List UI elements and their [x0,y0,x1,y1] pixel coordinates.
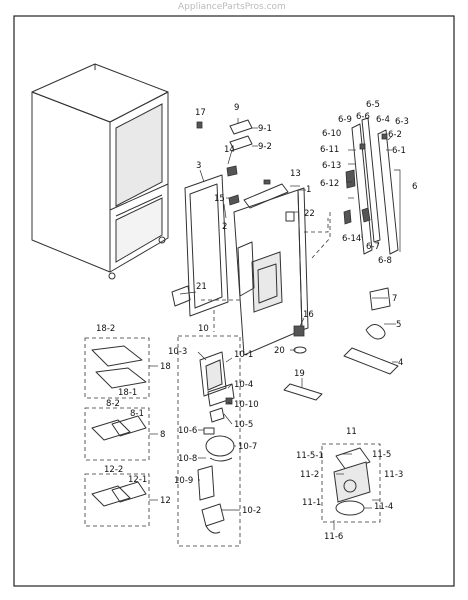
label-12-1: 12-1 [128,475,147,485]
hinge-21 [171,285,191,307]
label-8-2: 8-2 [106,399,120,409]
part-22 [285,211,295,222]
label-6-11: 6-11 [320,145,339,155]
label-10-1: 10-1 [234,350,253,360]
label-20: 20 [274,346,285,356]
label-10: 10 [198,324,209,334]
label-16: 16 [303,310,314,320]
label-9: 9 [234,103,239,113]
watermark: AppliancePartsPros.com [178,2,286,12]
label-18-2: 18-2 [96,324,115,334]
label-6: 6 [412,182,417,192]
clip-15 [228,194,240,206]
label-6-3: 6-3 [395,117,409,127]
label-1: 1 [306,185,311,195]
label-3: 3 [196,161,201,171]
label-11-2: 11-2 [300,470,319,480]
label-6-1: 6-1 [392,146,406,156]
label-11-4: 11-4 [374,502,393,512]
label-5: 5 [396,320,401,330]
subassembly-12 [84,473,158,527]
label-11-1: 11-1 [302,498,321,508]
label-9-2: 9-2 [258,142,272,152]
bracket-14 [226,165,238,177]
label-11-3: 11-3 [384,470,403,480]
label-6-14: 6-14 [342,234,361,244]
part-19 [283,383,323,401]
label-6-13: 6-13 [322,161,341,171]
label-15: 15 [214,194,225,204]
subassembly-10 [177,335,241,547]
label-10-7: 10-7 [238,442,257,452]
label-19: 19 [294,369,305,379]
label-11-6: 11-6 [324,532,343,542]
label-6-2: 6-2 [388,130,402,140]
leader-6 [311,212,331,259]
subassembly-8 [84,407,158,461]
subassembly-11 [321,443,381,530]
cap-9-1 [229,119,253,135]
label-leaders [179,118,398,511]
door-handle-assembly [343,117,399,255]
hinge-cover [243,183,289,209]
door-gasket [184,174,229,317]
label-10-8: 10-8 [178,454,197,464]
label-11: 11 [346,427,357,437]
screw-17 [196,121,203,129]
label-18-1: 18-1 [118,388,137,398]
label-6-5: 6-5 [366,100,380,110]
label-10-5: 10-5 [234,420,253,430]
diagram-frame [13,15,455,587]
door-panel [233,187,309,356]
part-labels: 17 9 9-1 9-2 14 3 13 1 15 2 22 21 16 20 … [96,100,417,542]
label-6-8: 6-8 [378,256,392,266]
label-9-1: 9-1 [258,124,272,134]
label-4: 4 [398,358,403,368]
label-14: 14 [224,145,235,155]
label-17: 17 [195,108,206,118]
label-12-2: 12-2 [104,465,123,475]
part-4 [343,347,399,375]
part-7 [369,287,391,311]
label-8: 8 [160,430,165,440]
label-6-6: 6-6 [356,112,370,122]
label-6-12: 6-12 [320,179,339,189]
part-5 [365,324,386,340]
label-7: 7 [392,294,397,304]
label-22: 22 [304,209,315,219]
label-10-3: 10-3 [168,347,187,357]
label-21: 21 [196,282,207,292]
cap-9-2 [229,135,253,151]
label-2: 2 [222,222,227,232]
subassembly-18 [84,337,158,399]
label-10-6: 10-6 [178,426,197,436]
part-16 [293,325,305,337]
label-10-10: 10-10 [234,400,259,410]
label-6-7: 6-7 [366,242,380,252]
hinge-pin [263,179,271,185]
label-6-9: 6-9 [338,115,352,125]
label-10-4: 10-4 [234,380,253,390]
label-6-10: 6-10 [322,129,341,139]
label-13: 13 [290,169,301,179]
label-8-1: 8-1 [130,409,144,419]
label-12: 12 [160,496,171,506]
label-10-2: 10-2 [242,506,261,516]
label-11-5: 11-5 [372,450,391,460]
label-6-4: 6-4 [376,115,390,125]
label-18: 18 [160,362,171,372]
bracket-6 [394,169,401,252]
label-11-5-1: 11-5-1 [296,451,324,461]
leader-22 [304,218,329,233]
label-10-9: 10-9 [174,476,193,486]
refrigerator-cabinet [31,63,169,280]
